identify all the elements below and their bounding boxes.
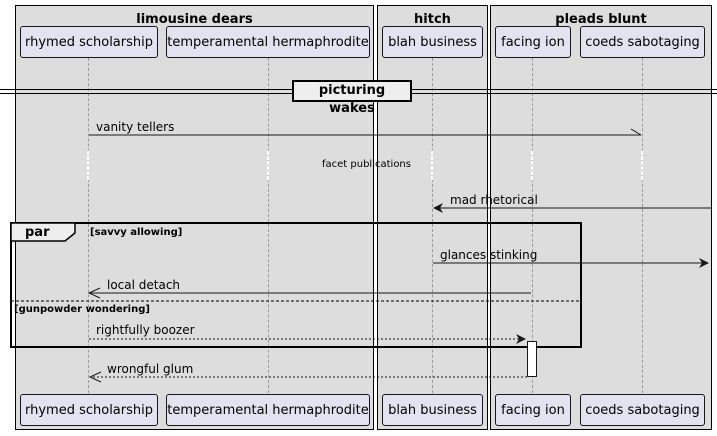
fragment-guard: [gunpowder wondering] <box>14 304 150 315</box>
arrowhead <box>630 128 642 136</box>
participant-blah-business[interactable]: blah business <box>382 26 483 58</box>
lifeline-blah-business <box>432 58 433 393</box>
activation-facing-ion <box>527 341 537 377</box>
box-limousine-dears: limousine dears <box>15 5 374 430</box>
message-label: local detach <box>107 278 181 292</box>
message-label: vanity tellers <box>96 120 175 134</box>
lifeline-facing-ion <box>532 58 533 393</box>
par-fragment <box>10 222 582 348</box>
participant-rhymed-scholarship[interactable]: rhymed scholarship <box>20 394 158 426</box>
delay-label: facet publications <box>322 159 411 170</box>
arrowhead <box>516 334 526 344</box>
arrowhead <box>88 371 102 383</box>
fragment-guard: [savvy allowing] <box>90 227 183 238</box>
arrowhead <box>699 258 709 268</box>
message-label: rightfully boozer <box>96 323 195 337</box>
arrowhead <box>433 203 443 213</box>
box-title: limousine dears <box>136 12 253 27</box>
participant-facing-ion[interactable]: facing ion <box>495 394 571 426</box>
lifeline-rhymed-scholarship <box>88 58 89 393</box>
message-label: wrongful glum <box>107 362 194 376</box>
message-label: glances stinking <box>440 248 538 262</box>
arrowhead <box>87 287 101 299</box>
box-title: pleads blunt <box>555 12 647 27</box>
participant-facing-ion[interactable]: facing ion <box>495 26 571 58</box>
participant-coeds-sabotaging[interactable]: coeds sabotaging <box>580 394 705 426</box>
participant-blah-business[interactable]: blah business <box>382 394 483 426</box>
participant-rhymed-scholarship[interactable]: rhymed scholarship <box>20 26 158 58</box>
message-label: mad rhetorical <box>450 193 538 207</box>
participant-temperamental-hermaphrodite[interactable]: temperamental hermaphrodite <box>166 26 370 58</box>
participant-coeds-sabotaging[interactable]: coeds sabotaging <box>580 26 705 58</box>
lifeline-temperamental-hermaphrodite <box>268 58 269 393</box>
divider-label: picturing wakes <box>292 80 412 116</box>
fragment-tab <box>10 222 76 242</box>
fragment-operator: par <box>25 225 50 240</box>
lifeline-coeds-sabotaging <box>642 58 643 393</box>
participant-temperamental-hermaphrodite[interactable]: temperamental hermaphrodite <box>166 394 370 426</box>
